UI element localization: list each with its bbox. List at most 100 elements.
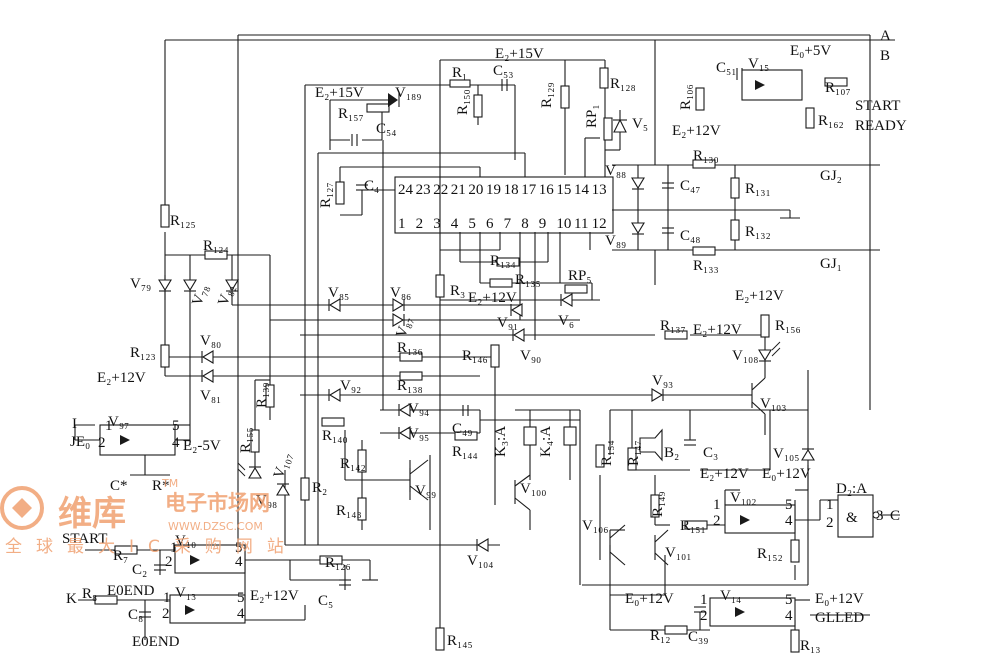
resistor-r8 bbox=[94, 595, 118, 605]
diode-v82 bbox=[225, 279, 239, 292]
svg-text:4: 4 bbox=[785, 513, 793, 529]
ic-pin-label: 22 bbox=[433, 182, 448, 198]
resistor-r143 bbox=[357, 497, 367, 521]
capacitor-c2 bbox=[154, 564, 166, 571]
ic-pin-label: 13 bbox=[592, 182, 607, 198]
resistor-r151 bbox=[684, 520, 708, 530]
svg-text:R₁₀₇: R₁₀₇ bbox=[825, 80, 851, 96]
capacitor-c54 bbox=[351, 134, 358, 146]
svg-text:2: 2 bbox=[98, 435, 106, 451]
svg-text:R₁₂₈: R₁₂₈ bbox=[610, 76, 636, 92]
ic-pin-label: 3 bbox=[433, 216, 441, 232]
svg-text:1: 1 bbox=[713, 497, 721, 513]
ic-pin-label: 15 bbox=[556, 182, 571, 198]
resistor-r107 bbox=[824, 77, 848, 87]
svg-text:2: 2 bbox=[165, 554, 173, 570]
relay-k3a bbox=[523, 426, 537, 446]
resistor-rp5 bbox=[564, 284, 588, 294]
diode-v78 bbox=[183, 279, 197, 292]
transistor-v101 bbox=[654, 529, 669, 566]
svg-text:4: 4 bbox=[237, 606, 245, 622]
resistor-r123 bbox=[160, 344, 170, 368]
transistor-v99 bbox=[409, 459, 429, 501]
capacitor-c3 bbox=[684, 439, 696, 446]
diode-v189 bbox=[388, 93, 400, 107]
diode-v98 bbox=[276, 483, 290, 496]
svg-text:C₃: C₃ bbox=[703, 445, 718, 461]
resistor-r13 bbox=[790, 629, 800, 653]
resistor-r131 bbox=[730, 177, 740, 199]
svg-text:5: 5 bbox=[235, 540, 243, 556]
label-e0-12v-v105: E₀+12V bbox=[762, 466, 811, 482]
resistor-r140 bbox=[321, 417, 345, 427]
label-e2-12v-v13: E₂+12V bbox=[250, 588, 299, 604]
label-e0end-top: E0END bbox=[107, 583, 155, 599]
svg-text:C₅₁: C₅₁ bbox=[716, 60, 736, 76]
svg-text:C₅₃: C₅₃ bbox=[493, 63, 513, 79]
resistor-r134 bbox=[496, 257, 520, 267]
svg-text:V₈₅: V₈₅ bbox=[328, 285, 349, 301]
opto-pin-numbers: 1 2 4 5 1 2 4 5 1 2 4 5 1 2 4 5 1 2 4 5 … bbox=[98, 418, 884, 624]
led-v107 bbox=[237, 462, 262, 479]
resistor-r137 bbox=[664, 330, 688, 340]
svg-text:R₁₄₄: R₁₄₄ bbox=[452, 444, 478, 460]
resistor-r7 bbox=[114, 545, 138, 555]
svg-text:V₈₂: V₈₂ bbox=[215, 282, 237, 307]
resistor-r128 bbox=[599, 67, 609, 89]
relay-k4a bbox=[563, 426, 577, 446]
resistor-r146 bbox=[490, 344, 500, 368]
svg-text:4: 4 bbox=[785, 608, 793, 624]
transistor-v103 bbox=[751, 372, 766, 420]
label-ready-out: READY bbox=[855, 118, 907, 134]
watermark-tagline: 全球最大IC采购网站 bbox=[5, 537, 298, 557]
svg-text:3: 3 bbox=[876, 508, 884, 524]
svg-text:R₁₅₅: R₁₅₅ bbox=[238, 427, 254, 453]
svg-text:V₉₄: V₉₄ bbox=[408, 401, 429, 417]
capacitor-c47 bbox=[662, 182, 674, 189]
svg-text:V₁₀₅: V₁₀₅ bbox=[773, 446, 800, 462]
diode-v86 bbox=[392, 298, 405, 312]
ic-pin-label: 19 bbox=[486, 182, 501, 198]
svg-text:V₁₀₆: V₁₀₆ bbox=[582, 518, 609, 534]
svg-text:R₁₄₀: R₁₄₀ bbox=[322, 428, 348, 444]
label-k4a: K₄:A bbox=[538, 426, 554, 457]
diode-v85 bbox=[328, 298, 341, 312]
ic-pin-label: 6 bbox=[486, 216, 494, 232]
svg-text:C₈: C₈ bbox=[128, 607, 143, 623]
component-refs: R₁ C₅₃ R₁₂₈ R₁₂₉ R₁₅₀ RP₁ V₅ C₅₁ V₁₅ R₁₀… bbox=[82, 56, 851, 654]
svg-text:V₁₀: V₁₀ bbox=[175, 533, 196, 549]
svg-text:V₉₇: V₉₇ bbox=[108, 414, 129, 430]
ic-pin-label: 9 bbox=[539, 216, 547, 232]
svg-text:C₄₉: C₄₉ bbox=[452, 421, 472, 437]
watermark-logo: 维库 TM 电子市场网 WWW.DZSC.COM 全球最大IC采购网站 bbox=[0, 477, 298, 557]
svg-text:1: 1 bbox=[826, 497, 834, 513]
svg-text:5: 5 bbox=[237, 590, 245, 606]
ic-pin-label: 7 bbox=[504, 216, 512, 232]
label-e2-12v-v102: E₂+12V bbox=[700, 466, 749, 482]
label-e0-5v-top: E₀+5V bbox=[790, 43, 831, 59]
diode-v93 bbox=[651, 388, 664, 402]
optocouplers bbox=[99, 69, 803, 627]
diode-v81 bbox=[201, 369, 214, 383]
ic-pin-label: 18 bbox=[504, 182, 519, 198]
svg-text:C₄₈: C₄₈ bbox=[680, 228, 700, 244]
label-start-in: START bbox=[62, 531, 107, 547]
transistor-v100 bbox=[514, 474, 531, 530]
ic-pin-label: 20 bbox=[468, 182, 483, 198]
opto-v97 bbox=[99, 424, 176, 456]
label-je0: JE₀ bbox=[70, 434, 90, 450]
opto-v13 bbox=[169, 594, 246, 624]
svg-text:R₁₃₆: R₁₃₆ bbox=[397, 340, 423, 356]
svg-text:R₁₅₆: R₁₅₆ bbox=[775, 318, 801, 334]
svg-text:V₁₈₉: V₁₈₉ bbox=[395, 85, 422, 101]
capacitor-c48 bbox=[662, 227, 674, 234]
svg-text:B₂: B₂ bbox=[664, 445, 679, 461]
label-d2a: D₂:A bbox=[836, 481, 867, 497]
svg-text:V₈₉: V₈₉ bbox=[605, 233, 626, 249]
ic-pin-label: 14 bbox=[574, 182, 590, 198]
diode-v92 bbox=[328, 388, 341, 402]
svg-text:R₁₂: R₁₂ bbox=[650, 628, 670, 644]
resistor-r1 bbox=[449, 79, 471, 88]
svg-text:V₈₈: V₈₈ bbox=[605, 163, 626, 179]
